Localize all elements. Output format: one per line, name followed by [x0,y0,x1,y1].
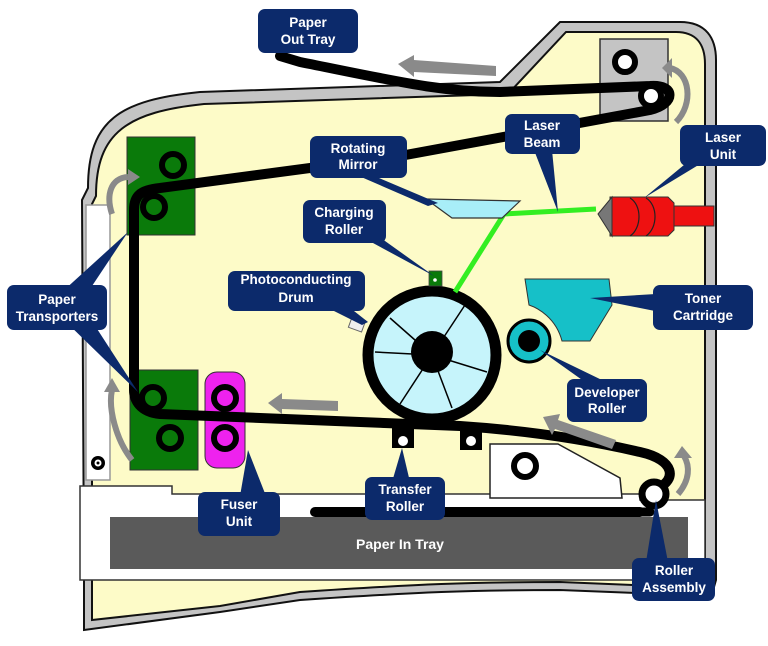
transfer-roller [398,436,408,446]
svg-text:Photoconducting: Photoconducting [241,272,352,287]
transporter-roller [140,193,168,221]
svg-text:Transporters: Transporters [16,309,99,324]
callout-photoconducting-drum: Photoconducting Drum [228,271,368,325]
callout-rotating-mirror: Rotating Mirror [310,136,438,206]
transporter-roller [159,151,187,179]
exit-roller-bottom [638,83,664,109]
svg-text:Roller: Roller [386,499,425,514]
callout-laser-unit: Laser Unit [644,125,766,198]
callout-transfer-roller: Transfer Roller [365,448,445,520]
direction-arrows [268,55,616,449]
svg-text:Mirror: Mirror [338,157,378,172]
svg-text:Paper: Paper [289,15,327,30]
transporter-roller [156,424,184,452]
arrow-left-icon [543,414,616,449]
callout-paper-transporters: Paper Transporters [7,232,138,392]
svg-text:Roller: Roller [325,222,364,237]
laser-unit [597,195,715,238]
callout-roller-assembly: Roller Assembly [632,500,715,601]
svg-text:Rotating: Rotating [331,141,386,156]
svg-text:Toner: Toner [685,291,722,306]
svg-text:Paper: Paper [38,292,76,307]
svg-text:Out Tray: Out Tray [281,32,336,47]
svg-text:Assembly: Assembly [642,580,706,595]
svg-text:Unit: Unit [226,514,253,529]
callout-charging-roller: Charging Roller [303,200,434,276]
callout-toner-cartridge: Toner Cartridge [590,285,753,330]
callout-developer-roller: Developer Roller [540,350,647,422]
svg-text:Laser: Laser [705,130,742,145]
roller-assembly [638,478,670,510]
svg-text:Developer: Developer [574,385,640,400]
svg-text:Charging: Charging [314,205,373,220]
arrow-left-icon [398,55,496,77]
callout-fuser-unit: Fuser Unit [198,450,280,536]
callout-laser-beam: Laser Beam [505,114,580,212]
svg-text:Unit: Unit [710,147,737,162]
feed-roller [511,452,539,480]
fuser-roller [211,424,239,452]
svg-text:Roller: Roller [588,401,627,416]
rotating-mirror [424,198,522,219]
drum-hub [411,331,453,373]
curved-arrows [106,65,691,496]
svg-text:Transfer: Transfer [378,482,432,497]
paper-in-tray [110,517,610,569]
svg-text:Fuser: Fuser [221,497,259,512]
toner-cartridge [524,278,613,342]
svg-text:Beam: Beam [524,135,561,150]
svg-text:Laser: Laser [524,118,561,133]
svg-text:Cartridge: Cartridge [673,308,734,323]
callout-paper-out-tray: Paper Out Tray [258,9,358,53]
arrow-left-icon [268,393,338,414]
svg-text:Drum: Drum [278,290,313,305]
paper-in-tray-label: Paper In Tray [356,536,444,552]
fuser-roller [211,384,239,412]
transporter-roller [139,384,167,412]
exit-roller-top [612,49,638,75]
svg-text:Roller: Roller [655,563,694,578]
